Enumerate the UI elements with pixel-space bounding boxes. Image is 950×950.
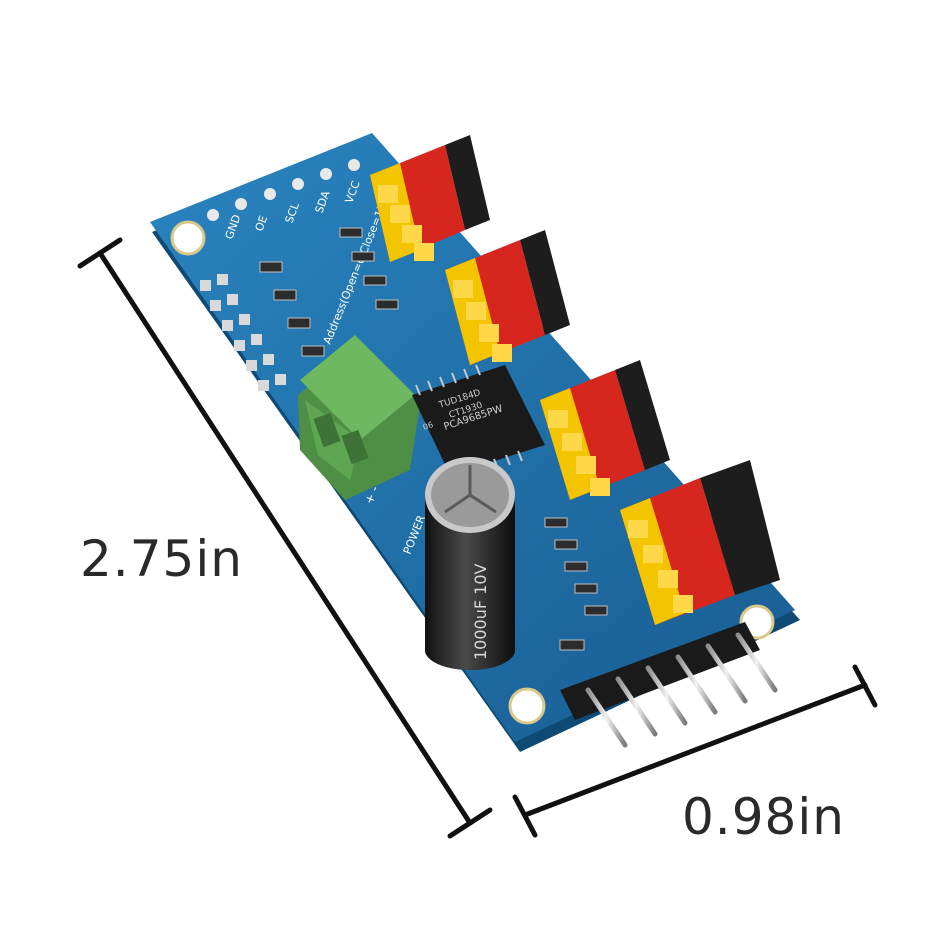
pca9685-chip: PCA9685PW CT1930 TUD184D 06 bbox=[412, 364, 545, 482]
mounting-hole bbox=[508, 687, 546, 725]
capacitor-rating: 1000uF 10V bbox=[471, 563, 490, 660]
header-pads bbox=[207, 159, 360, 221]
servo-header-group-3 bbox=[540, 320, 670, 500]
width-dimension-label: 0.98in bbox=[682, 788, 845, 846]
smd-resistors bbox=[259, 227, 608, 651]
length-dimension-line bbox=[77, 237, 493, 839]
chip-marking-code: 06 bbox=[422, 420, 434, 432]
length-dimension-label: 2.75in bbox=[80, 530, 243, 588]
control-header-pins bbox=[560, 622, 778, 748]
screw-terminal-block bbox=[298, 335, 420, 500]
servo-headers bbox=[370, 98, 780, 625]
servo-header-group-2 bbox=[445, 190, 570, 365]
width-dimension-line bbox=[512, 664, 878, 838]
electrolytic-capacitor: 1000uF 10V bbox=[425, 457, 515, 670]
mounting-hole bbox=[170, 220, 206, 256]
address-jumper-pads bbox=[200, 274, 286, 391]
header-label-oe: OE bbox=[253, 214, 271, 233]
servo-header-group-4 bbox=[620, 430, 780, 625]
servo-header-group-1 bbox=[370, 98, 490, 262]
